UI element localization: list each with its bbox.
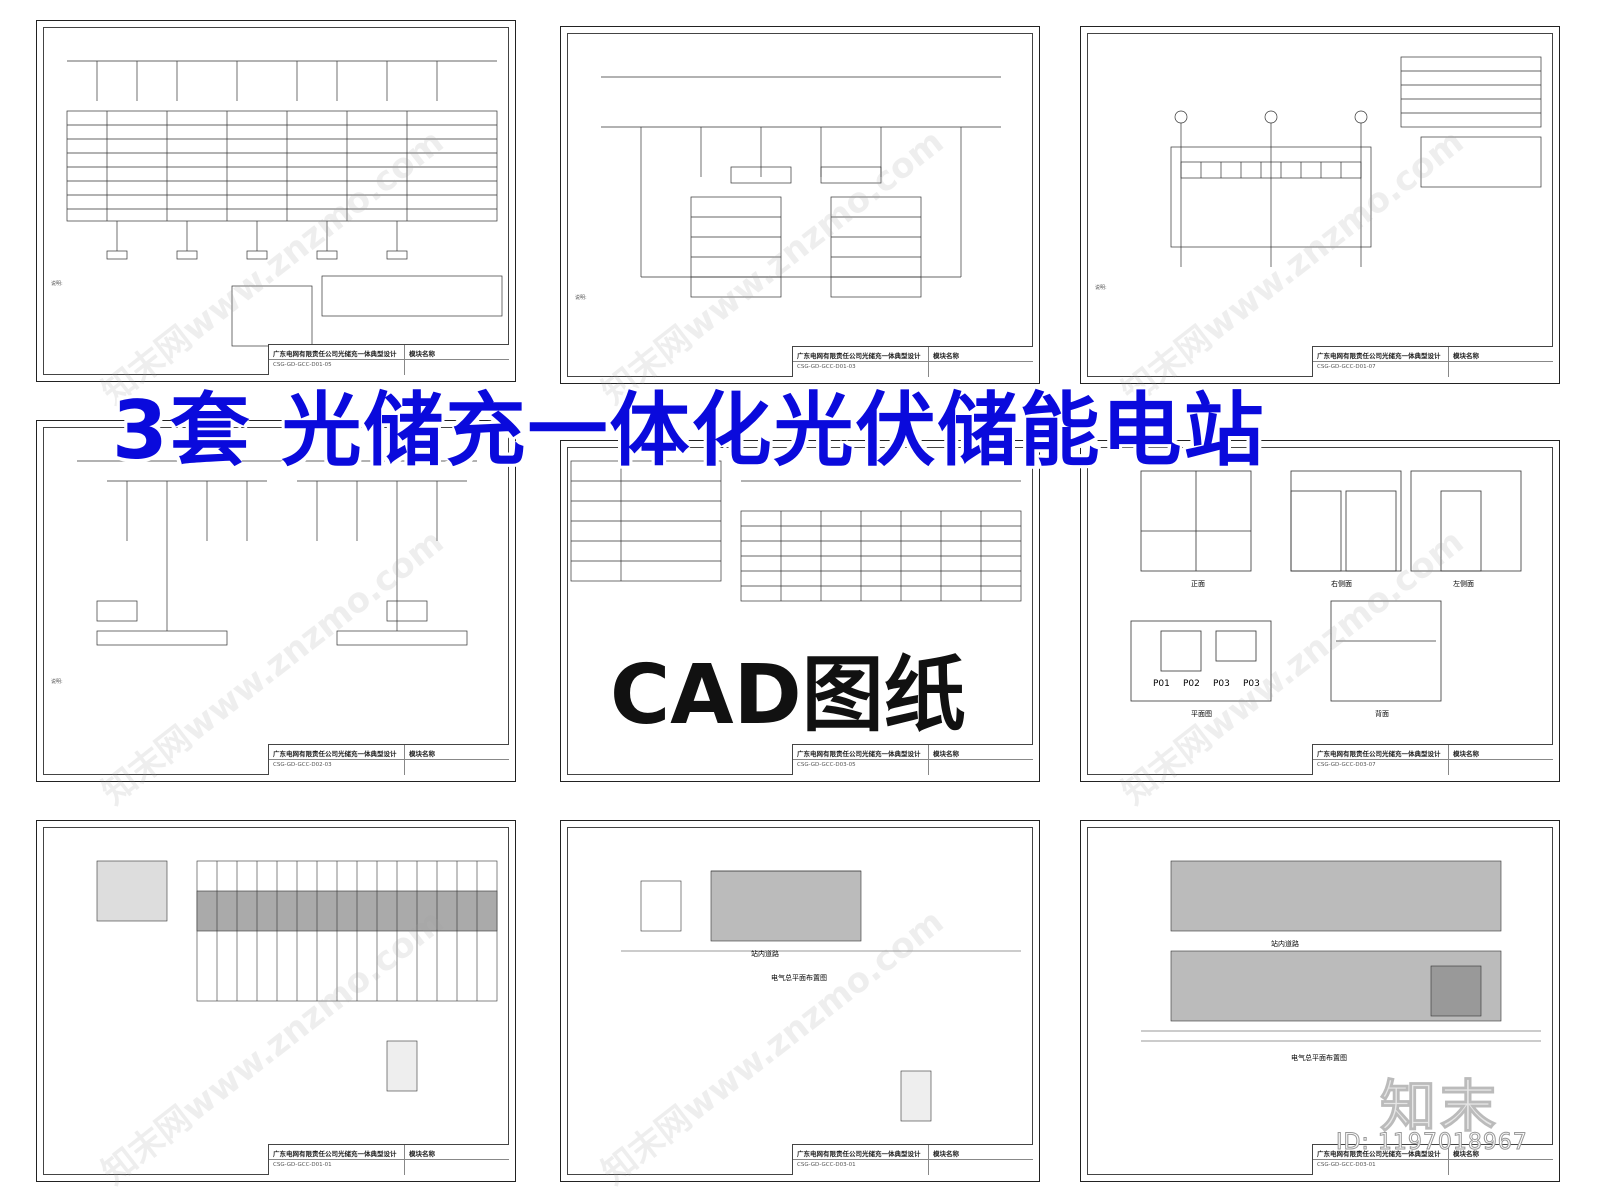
notes-text: 说明: (51, 281, 63, 287)
back-view-label: 背面 (1375, 710, 1389, 718)
title-block-org: 广东电网有限责任公司光储充一体典型设计 (1317, 352, 1441, 360)
title-block-module: 模块名称 (1453, 1150, 1479, 1158)
single-line-diagram (601, 76, 1001, 298)
road-label: 站内道路 (1271, 940, 1299, 948)
drawing-code: CSG-GD-GCC-D03-07 (1317, 762, 1376, 768)
title-block-org: 广东电网有限责任公司光储充一体典型设计 (273, 1150, 397, 1158)
title-block-module: 模块名称 (1453, 750, 1479, 758)
title-block-module: 模块名称 (1453, 352, 1479, 360)
title-block-org: 广东电网有限责任公司光储充一体典型设计 (797, 352, 921, 360)
title-block: 广东电网有限责任公司光储充一体典型设计 模块名称 CSG-GD-GCC-D03-… (792, 744, 1033, 775)
drawing-sheet-8: 站内道路 电气总平面布置图 广东电网有限责任公司光储充一体典型设计 模块名称 C… (560, 820, 1040, 1182)
drawing-code: CSG-GD-GCC-D01-03 (797, 364, 856, 370)
layout-label: 电气总平面布置图 (771, 974, 827, 982)
title-block: 广东电网有限责任公司光储充一体典型设计 模块名称 CSG-GD-GCC-D02-… (268, 744, 509, 775)
drawing-sheet-2: 说明: 广东电网有限责任公司光储充一体典型设计 模块名称 CSG-GD-GCC-… (560, 26, 1040, 384)
title-block-org: 广东电网有限责任公司光储充一体典型设计 (1317, 1150, 1441, 1158)
title-block-org: 广东电网有限责任公司光储充一体典型设计 (273, 350, 397, 358)
title-block-org: 广东电网有限责任公司光储充一体典型设计 (797, 750, 921, 758)
title-block: 广东电网有限责任公司光储充一体典型设计 模块名称 CSG-GD-GCC-D03-… (1312, 744, 1553, 775)
drawing-sheet-5: 广东电网有限责任公司光储充一体典型设计 模块名称 CSG-GD-GCC-D03-… (560, 440, 1040, 782)
p01-label: P01 (1153, 679, 1170, 689)
drawing-code: CSG-GD-GCC-D01-01 (273, 1162, 332, 1168)
p04-label: P03 (1243, 679, 1260, 689)
title-block: 广东电网有限责任公司光储充一体典型设计 模块名称 CSG-GD-GCC-D01-… (792, 346, 1033, 377)
site-layout-diagram (96, 860, 498, 1092)
site-layout-diagram (1141, 860, 1541, 1042)
title-block-org: 广东电网有限责任公司光储充一体典型设计 (273, 750, 397, 758)
drawing-code: CSG-GD-GCC-D03-05 (797, 762, 856, 768)
drawing-sheet-3: 说明: 广东电网有限责任公司光储充一体典型设计 模块名称 CSG-GD-GCC-… (1080, 26, 1560, 384)
title-block: 广东电网有限责任公司光储充一体典型设计 模块名称 CSG-GD-GCC-D01-… (268, 344, 509, 375)
drawing-sheet-1: 说明: 广东电网有限责任公司光储充一体典型设计 模块名称 CSG-GD-GCC-… (36, 20, 516, 382)
notes-text: 说明: (1095, 285, 1107, 291)
title-block-module: 模块名称 (933, 352, 959, 360)
elevation-diagram (1130, 470, 1522, 702)
image-id: ID: 1197018967 (1336, 1130, 1528, 1156)
drawing-code: CSG-GD-GCC-D01-07 (1317, 364, 1376, 370)
drawing-sheet-4: 说明: 广东电网有限责任公司光储充一体典型设计 模块名称 CSG-GD-GCC-… (36, 420, 516, 782)
title-block-module: 模块名称 (933, 1150, 959, 1158)
drawing-code: CSG-GD-GCC-D02-03 (273, 762, 332, 768)
layout-label: 电气总平面布置图 (1291, 1054, 1347, 1062)
right-view-label: 右侧面 (1331, 580, 1352, 588)
notes-text: 说明: (575, 295, 587, 301)
drawing-code: CSG-GD-GCC-D03-01 (797, 1162, 856, 1168)
title-block-module: 模块名称 (409, 350, 435, 358)
title-block-module: 模块名称 (933, 750, 959, 758)
title-block-module: 模块名称 (409, 750, 435, 758)
title-block: 广东电网有限责任公司光储充一体典型设计 模块名称 CSG-GD-GCC-D03-… (792, 1144, 1033, 1175)
single-line-diagram (570, 460, 1022, 602)
plan-diagram (1170, 56, 1542, 267)
drawing-sheet-7: 广东电网有限责任公司光储充一体典型设计 模块名称 CSG-GD-GCC-D01-… (36, 820, 516, 1182)
title-block-module: 模块名称 (409, 1150, 435, 1158)
drawing-code: CSG-GD-GCC-D03-01 (1317, 1162, 1376, 1168)
title-block: 广东电网有限责任公司光储充一体典型设计 模块名称 CSG-GD-GCC-D03-… (1312, 1144, 1553, 1175)
brand-logo: 知末 (1380, 1075, 1500, 1141)
drawing-sheet-9: 站内道路 电气总平面布置图 广东电网有限责任公司光储充一体典型设计 模块名称 C… (1080, 820, 1560, 1182)
headline: 3套 光储充一体化光伏储能电站 (112, 384, 1266, 477)
road-label: 站内道路 (751, 950, 779, 958)
title-block: 广东电网有限责任公司光储充一体典型设计 模块名称 CSG-GD-GCC-D01-… (268, 1144, 509, 1175)
p03-label: P03 (1213, 679, 1230, 689)
plan-view-label: 平面图 (1191, 710, 1212, 718)
title-block-org: 广东电网有限责任公司光储充一体典型设计 (1317, 750, 1441, 758)
single-line-diagram (77, 460, 477, 646)
title-block: 广东电网有限责任公司光储充一体典型设计 模块名称 CSG-GD-GCC-D01-… (1312, 346, 1553, 377)
single-line-diagram (66, 60, 503, 347)
site-layout-diagram (621, 870, 1021, 1122)
front-view-label: 正面 (1191, 580, 1205, 588)
notes-text: 说明: (51, 679, 63, 685)
p02-label: P02 (1183, 679, 1200, 689)
left-view-label: 左侧面 (1453, 580, 1474, 588)
title-block-org: 广东电网有限责任公司光储充一体典型设计 (797, 1150, 921, 1158)
subheadline: CAD图纸 (610, 648, 966, 743)
drawing-sheet-6: 正面 右侧面 左侧面 P01 P02 P03 P03 平面图 背面 广东电网有限… (1080, 440, 1560, 782)
drawing-code: CSG-GD-GCC-D01-05 (273, 362, 332, 368)
